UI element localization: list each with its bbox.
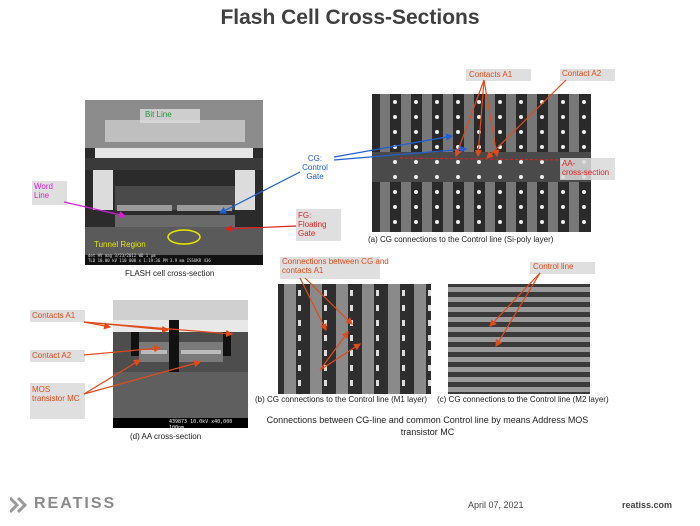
caption-c: (c) CG connections to the Control line (… [437, 395, 609, 404]
label-connections-cg-a1: Connections between CG and contacts A1 [282, 257, 389, 275]
label-contact-a2: Contact A2 [562, 69, 602, 78]
reatiss-logo [8, 495, 30, 515]
m2-layer-image [448, 284, 590, 394]
page-title: Flash Cell Cross-Sections [220, 6, 480, 29]
label-mos-transistor: MOS transistor MC [32, 385, 80, 403]
logo-icon [8, 496, 28, 514]
label-contacts-a1: Contacts A1 [469, 70, 513, 79]
sem-m2-layer [448, 284, 590, 394]
label-cg-control-gate: CG: Control Gate [302, 154, 328, 181]
label-tunnel-region: Tunnel Region [94, 240, 146, 249]
label-word-line: Word Line [34, 182, 53, 200]
label-fg-floating-gate: FG: Floating Gate [298, 211, 327, 238]
sem-m1-layer [278, 284, 431, 394]
label-contact-a2-left: Contact A2 [32, 351, 72, 360]
caption-a: (a) CG connections to the Control line (… [368, 235, 554, 244]
caption-d: (d) AA cross-section [130, 432, 202, 441]
label-control-line: Control line [533, 262, 574, 271]
sem-databar-bottom: 439873 10.0kV x40,000 100nm [169, 419, 233, 428]
caption-b: (b) CG connections to the Control line (… [255, 395, 428, 404]
si-poly-image [372, 94, 591, 232]
sem-databar-top: det HV mag 3/23/2012 WD 1 μm [88, 253, 156, 258]
caption-summary: Connections between CG-line and common C… [266, 415, 589, 438]
footer-date: April 07, 2021 [468, 500, 524, 510]
footer-site: reatiss.com [622, 500, 673, 510]
label-bit-line: Bit Line [145, 110, 172, 119]
label-aa-cross-section: AA- cross-section [562, 159, 610, 177]
sem-databar-top2: TLD 10.00 kV 110 000 x 1:19:36 PM 3.9 mm… [88, 258, 211, 263]
m1-layer-image [278, 284, 431, 394]
sem-aa-cross-section: 439873 10.0kV x40,000 100nm [113, 300, 248, 428]
brand-name: REATISS [34, 495, 117, 512]
label-contacts-a1-left: Contacts A1 [32, 311, 76, 320]
aa-section-image [113, 300, 248, 428]
caption-flash-cell: FLASH cell cross-section [125, 269, 215, 278]
sem-si-poly [372, 94, 591, 232]
